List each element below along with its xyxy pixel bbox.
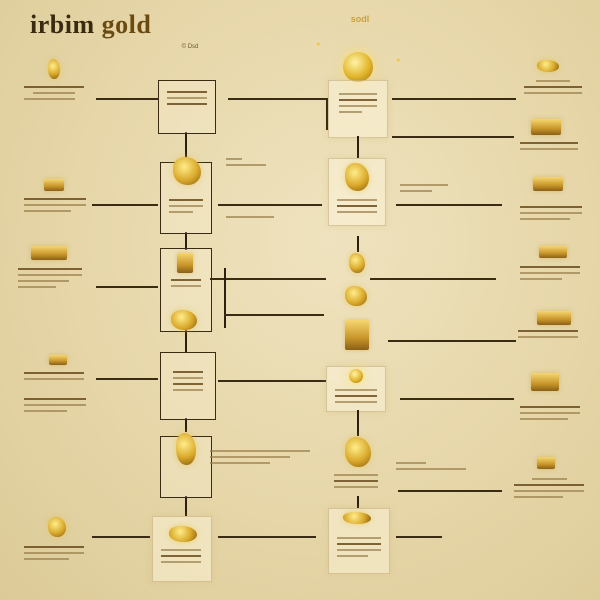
connector-line [218, 536, 316, 538]
connector-line [388, 340, 516, 342]
gold-bar-icon [48, 354, 68, 366]
connector-line [224, 268, 226, 328]
middle-text [226, 216, 306, 222]
left-text-3 [18, 268, 82, 292]
right-text [400, 184, 480, 196]
spine-line [185, 330, 187, 352]
right-text-2 [520, 142, 578, 154]
left-text-6 [24, 546, 84, 564]
right-text-6 [520, 406, 580, 424]
right-text-5 [518, 330, 578, 342]
connector-line [396, 204, 502, 206]
connector-line [392, 136, 514, 138]
left-text-5 [24, 398, 86, 416]
gold-chest-icon [530, 118, 562, 136]
gold-jewelry-icon [168, 524, 198, 544]
gold-chest-icon [176, 252, 194, 274]
gold-bar-icon [532, 176, 564, 192]
gold-bar-icon [536, 456, 556, 470]
top-center-label: sodl [350, 14, 370, 24]
right-text-7 [514, 478, 584, 502]
connector-line [92, 536, 150, 538]
right-text-3 [520, 206, 582, 224]
spine-line [357, 496, 359, 508]
center-card [328, 80, 388, 138]
connector-line [326, 98, 328, 130]
gold-chest-icon [344, 318, 370, 352]
gold-jewelry-icon [342, 510, 372, 526]
gold-coin-icon [348, 368, 364, 384]
right-text-1 [524, 80, 582, 98]
gold-chest-icon [530, 372, 560, 392]
connector-line [400, 398, 514, 400]
page-title: irbim gold [30, 10, 151, 40]
gold-figure-icon [344, 162, 370, 192]
gold-bar-icon [538, 244, 568, 260]
title-word-2: gold [101, 10, 152, 39]
connector-line [96, 378, 158, 380]
spine-line [185, 418, 187, 432]
connector-line [210, 278, 326, 280]
right-text [396, 462, 496, 474]
gold-hourglass-icon [174, 432, 198, 466]
gold-chest-icon [536, 310, 572, 326]
sparkle-icon: ✦ [315, 40, 322, 49]
spine-line [357, 410, 359, 436]
gold-chest-icon [44, 178, 64, 192]
left-text-2 [24, 198, 86, 216]
middle-text [210, 450, 310, 468]
center-card [328, 158, 386, 226]
left-text-1 [24, 86, 84, 104]
top-box [158, 80, 216, 134]
gold-figure-icon [46, 516, 68, 538]
title-caption-text: © Dsd [181, 44, 199, 50]
gold-nugget-icon [348, 252, 366, 274]
center-text [334, 474, 378, 492]
spine-line [185, 496, 187, 516]
sparkle-icon: ✦ [395, 56, 402, 65]
title-word-1: irbim [30, 10, 95, 39]
spine-line [185, 232, 187, 250]
connector-line [224, 314, 324, 316]
connector-line [92, 204, 158, 206]
connector-line [218, 204, 322, 206]
gold-crown-icon [344, 284, 368, 308]
title-caption: © Dsd [170, 44, 210, 50]
spine-line [357, 136, 359, 158]
connector-line [96, 98, 158, 100]
connector-line [218, 380, 326, 382]
gold-jewelry-icon [170, 308, 198, 332]
gold-figure-icon [46, 58, 62, 80]
middle-text [226, 158, 306, 170]
gold-jewelry-icon [536, 58, 560, 74]
connector-line [370, 278, 496, 280]
connector-line [396, 536, 442, 538]
left-text-4 [24, 372, 84, 384]
lower-box [160, 352, 216, 420]
spine-line [357, 236, 359, 252]
top-center-caption: sodl [330, 14, 390, 24]
spine-line [185, 132, 187, 172]
connector-line [228, 98, 326, 100]
gold-bar-icon [30, 244, 68, 262]
connector-line [398, 490, 502, 492]
connector-line [96, 286, 158, 288]
gold-figure-icon [344, 436, 372, 468]
gold-coin-icon [343, 52, 373, 82]
gold-nugget-icon [172, 156, 202, 186]
right-text-4 [520, 266, 580, 284]
connector-line [392, 98, 516, 100]
